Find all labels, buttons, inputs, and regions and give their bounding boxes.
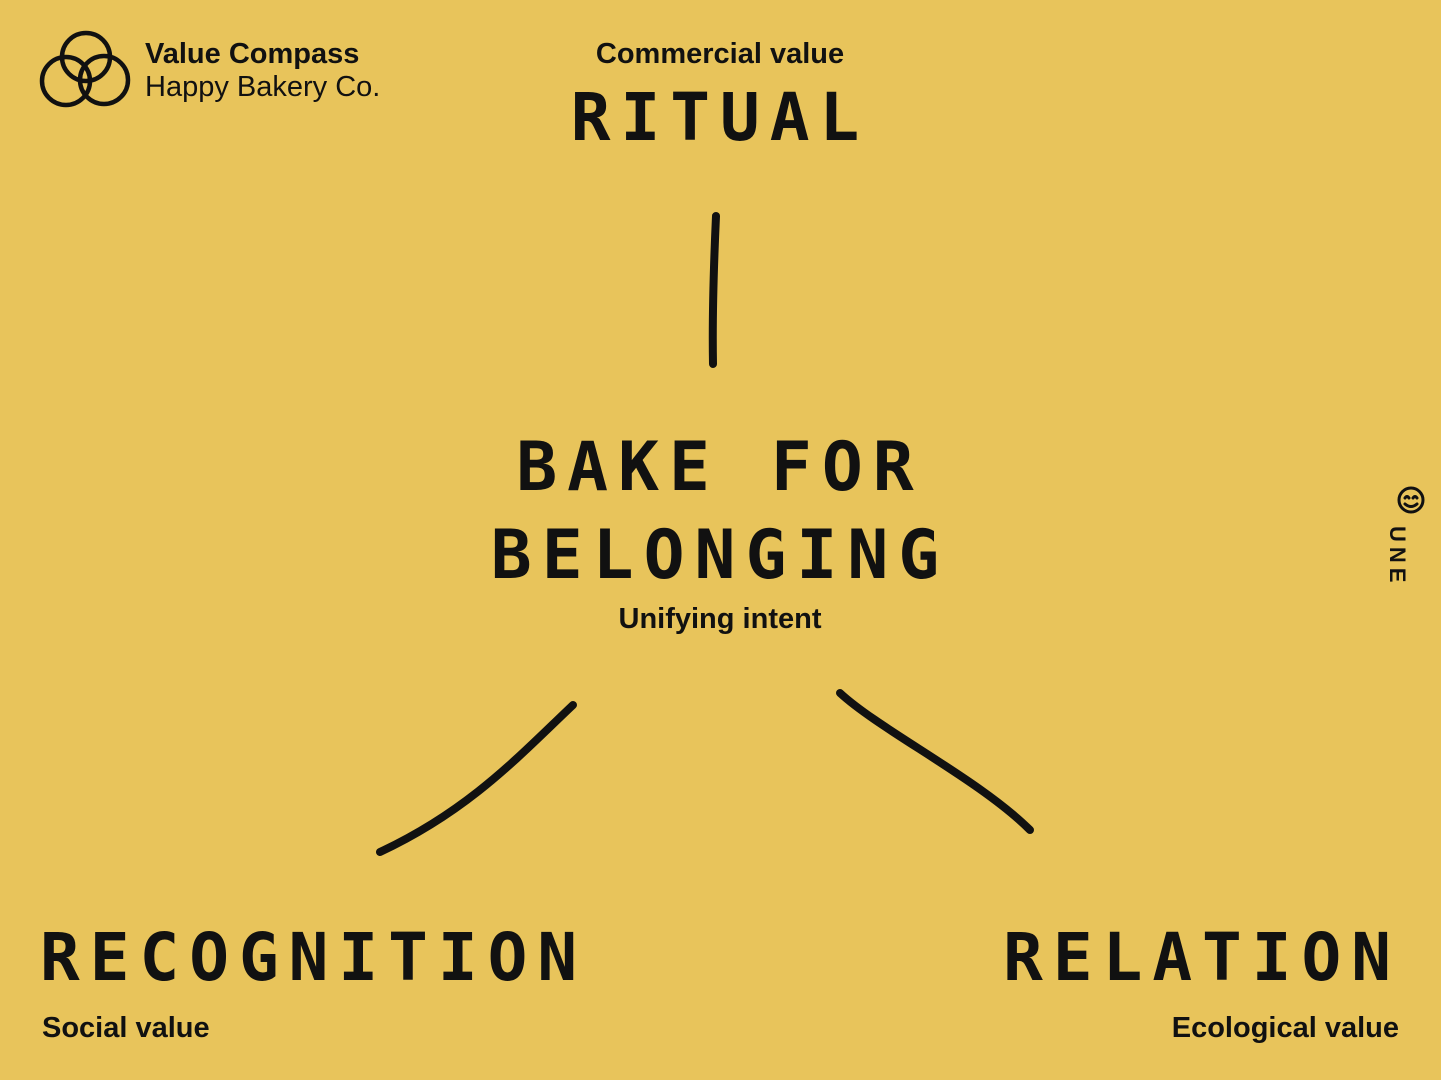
connector-bottom-left [376,701,577,856]
center-node-title-line1: BAKE FOR [516,428,924,507]
top-node-word: RITUAL [570,79,870,156]
side-mark-text: UNE [1385,526,1410,588]
brand-subtitle: Happy Bakery Co. [145,71,381,103]
top-node-caption: Commercial value [595,38,845,70]
bottom-right-node-caption: Ecological value [1171,1012,1399,1044]
bottom-left-node-caption: Social value [42,1012,210,1044]
center-node-title-line2: BELONGING [490,516,950,595]
bottom-right-node-word: RELATION [1003,919,1401,996]
smiley-face-icon [1397,486,1425,514]
connector-bottom-right [836,689,1034,834]
bottom-left-node-word: RECOGNITION [40,919,588,996]
three-interlocking-circles-icon [39,30,131,108]
side-brand-mark: UNE [1385,482,1428,594]
brand-title: Value Compass [145,38,360,70]
center-node-caption: Unifying intent [618,603,822,635]
connector-top [708,212,720,368]
brand-block: Value Compass Happy Bakery Co. [145,38,380,104]
